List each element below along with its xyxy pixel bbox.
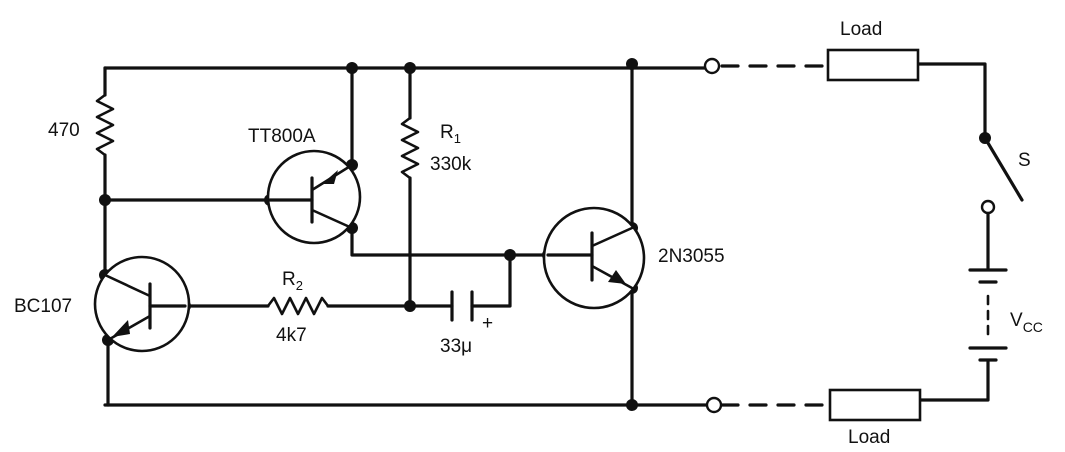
transistor-tt800a-body <box>266 149 362 245</box>
resistor-r2-zigzag <box>266 296 330 316</box>
resistor-470: 470 <box>48 93 115 157</box>
transistor-bc107: BC107 <box>14 255 191 353</box>
junction-dot <box>404 300 416 312</box>
bc107-upper-lead <box>103 273 152 298</box>
junctions <box>99 58 991 411</box>
junction-dot <box>504 249 516 261</box>
switch-s: S <box>980 136 1031 215</box>
2n3055-arrow <box>608 270 626 284</box>
resistor-r2-value: 4k7 <box>276 325 307 346</box>
top-output-terminal <box>703 57 721 75</box>
junction-dot <box>404 62 416 74</box>
load-bottom-box <box>828 388 922 422</box>
transistor-tt800a: TT800A <box>248 126 362 245</box>
switch-terminal <box>980 199 996 215</box>
load-bottom-label: Load <box>848 427 890 448</box>
cap-right-wire <box>470 253 512 308</box>
tt800a-emitter-wire <box>350 226 550 257</box>
capacitor-value: 33μ <box>440 336 472 357</box>
resistor-470-label: 470 <box>48 120 80 141</box>
tt800a-lower-lead <box>310 208 354 230</box>
bottom-output-terminal <box>705 396 723 414</box>
resistor-r1-value: 330k <box>430 154 472 175</box>
resistor-r2: R2 4k7 <box>266 269 330 346</box>
switch-label: S <box>1018 150 1031 171</box>
wires <box>103 62 990 407</box>
transistor-2n3055-label: 2N3055 <box>658 246 725 267</box>
junction-dot <box>626 58 638 70</box>
transistor-2n3055-body <box>542 206 646 310</box>
resistor-r1: R1 330k <box>400 116 472 180</box>
right-supply-lower-wire <box>918 360 990 402</box>
transistor-bc107-body <box>93 255 191 353</box>
load-bottom: Load <box>828 388 922 448</box>
load-top: Load <box>826 19 920 82</box>
bc107-arrow <box>112 320 130 337</box>
capacitor-33u: + 33μ <box>440 290 493 357</box>
transistor-bc107-label: BC107 <box>14 296 72 317</box>
tt800a-arrow <box>322 170 338 184</box>
junction-dot <box>99 194 111 206</box>
load-top-box <box>826 48 920 82</box>
load-top-label: Load <box>840 19 882 40</box>
junction-dot <box>626 399 638 411</box>
right-top-wire <box>916 62 987 140</box>
resistor-r1-zigzag <box>400 116 420 180</box>
2n3055-collector-lead <box>590 226 634 248</box>
battery-vcc: VCC <box>968 268 1043 362</box>
transistor-tt800a-label: TT800A <box>248 126 316 147</box>
junction-dot <box>346 62 358 74</box>
transistor-2n3055: 2N3055 <box>542 206 725 310</box>
switch-lever <box>983 136 1024 202</box>
resistor-r1-name: R1 <box>440 122 461 146</box>
resistor-r2-name: R2 <box>282 269 303 293</box>
battery-label: VCC <box>1010 310 1043 335</box>
capacitor-polarity: + <box>482 313 493 334</box>
resistor-470-zigzag <box>95 93 115 157</box>
